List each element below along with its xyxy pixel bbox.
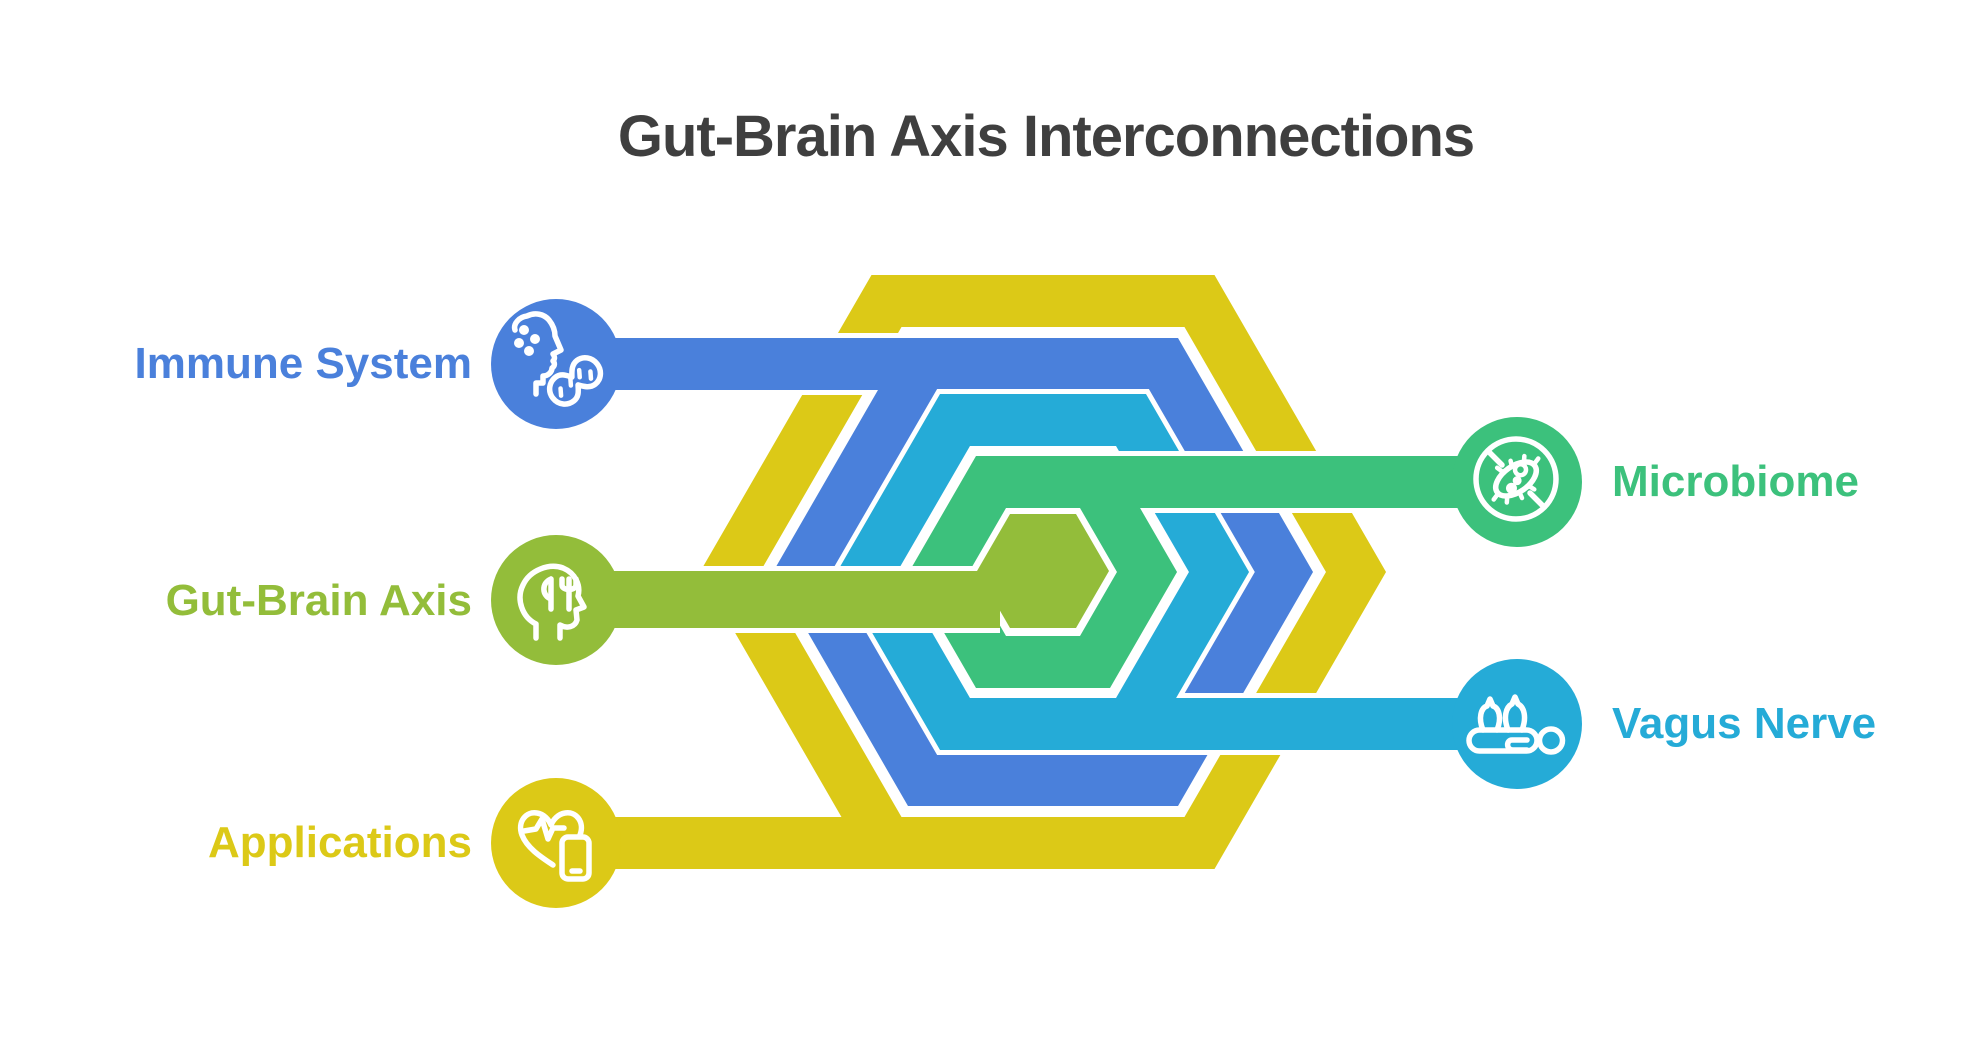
heart-ecg-phone-icon [517, 810, 592, 882]
bacteria-slash-icon [1473, 436, 1559, 522]
yellow-hexagon-ring [554, 270, 1392, 874]
emerald-hexagon-ring [903, 451, 1517, 693]
blue-hexagon-ring [554, 333, 1319, 811]
page-title: Gut-Brain Axis Interconnections [617, 104, 1475, 169]
allergy-face-peanut-icon [511, 311, 604, 407]
label-vagus-nerve: Vagus Nerve [1612, 699, 1877, 748]
label-immune-system: Immune System [134, 339, 472, 388]
node-immune-system [491, 299, 621, 429]
label-gut-brain-axis: Gut-Brain Axis [165, 576, 472, 625]
label-applications: Applications [207, 818, 472, 867]
head-cutlery-icon [517, 563, 587, 641]
center-hexagon [554, 508, 1116, 634]
cyan-hexagon-ring [831, 389, 1517, 755]
node-gut-brain-axis [491, 535, 621, 665]
node-vagus-nerve [1452, 659, 1582, 789]
node-applications [491, 778, 621, 908]
lying-body-cupping-icon [1466, 694, 1566, 755]
node-microbiome [1452, 417, 1582, 547]
label-microbiome: Microbiome [1612, 457, 1859, 506]
